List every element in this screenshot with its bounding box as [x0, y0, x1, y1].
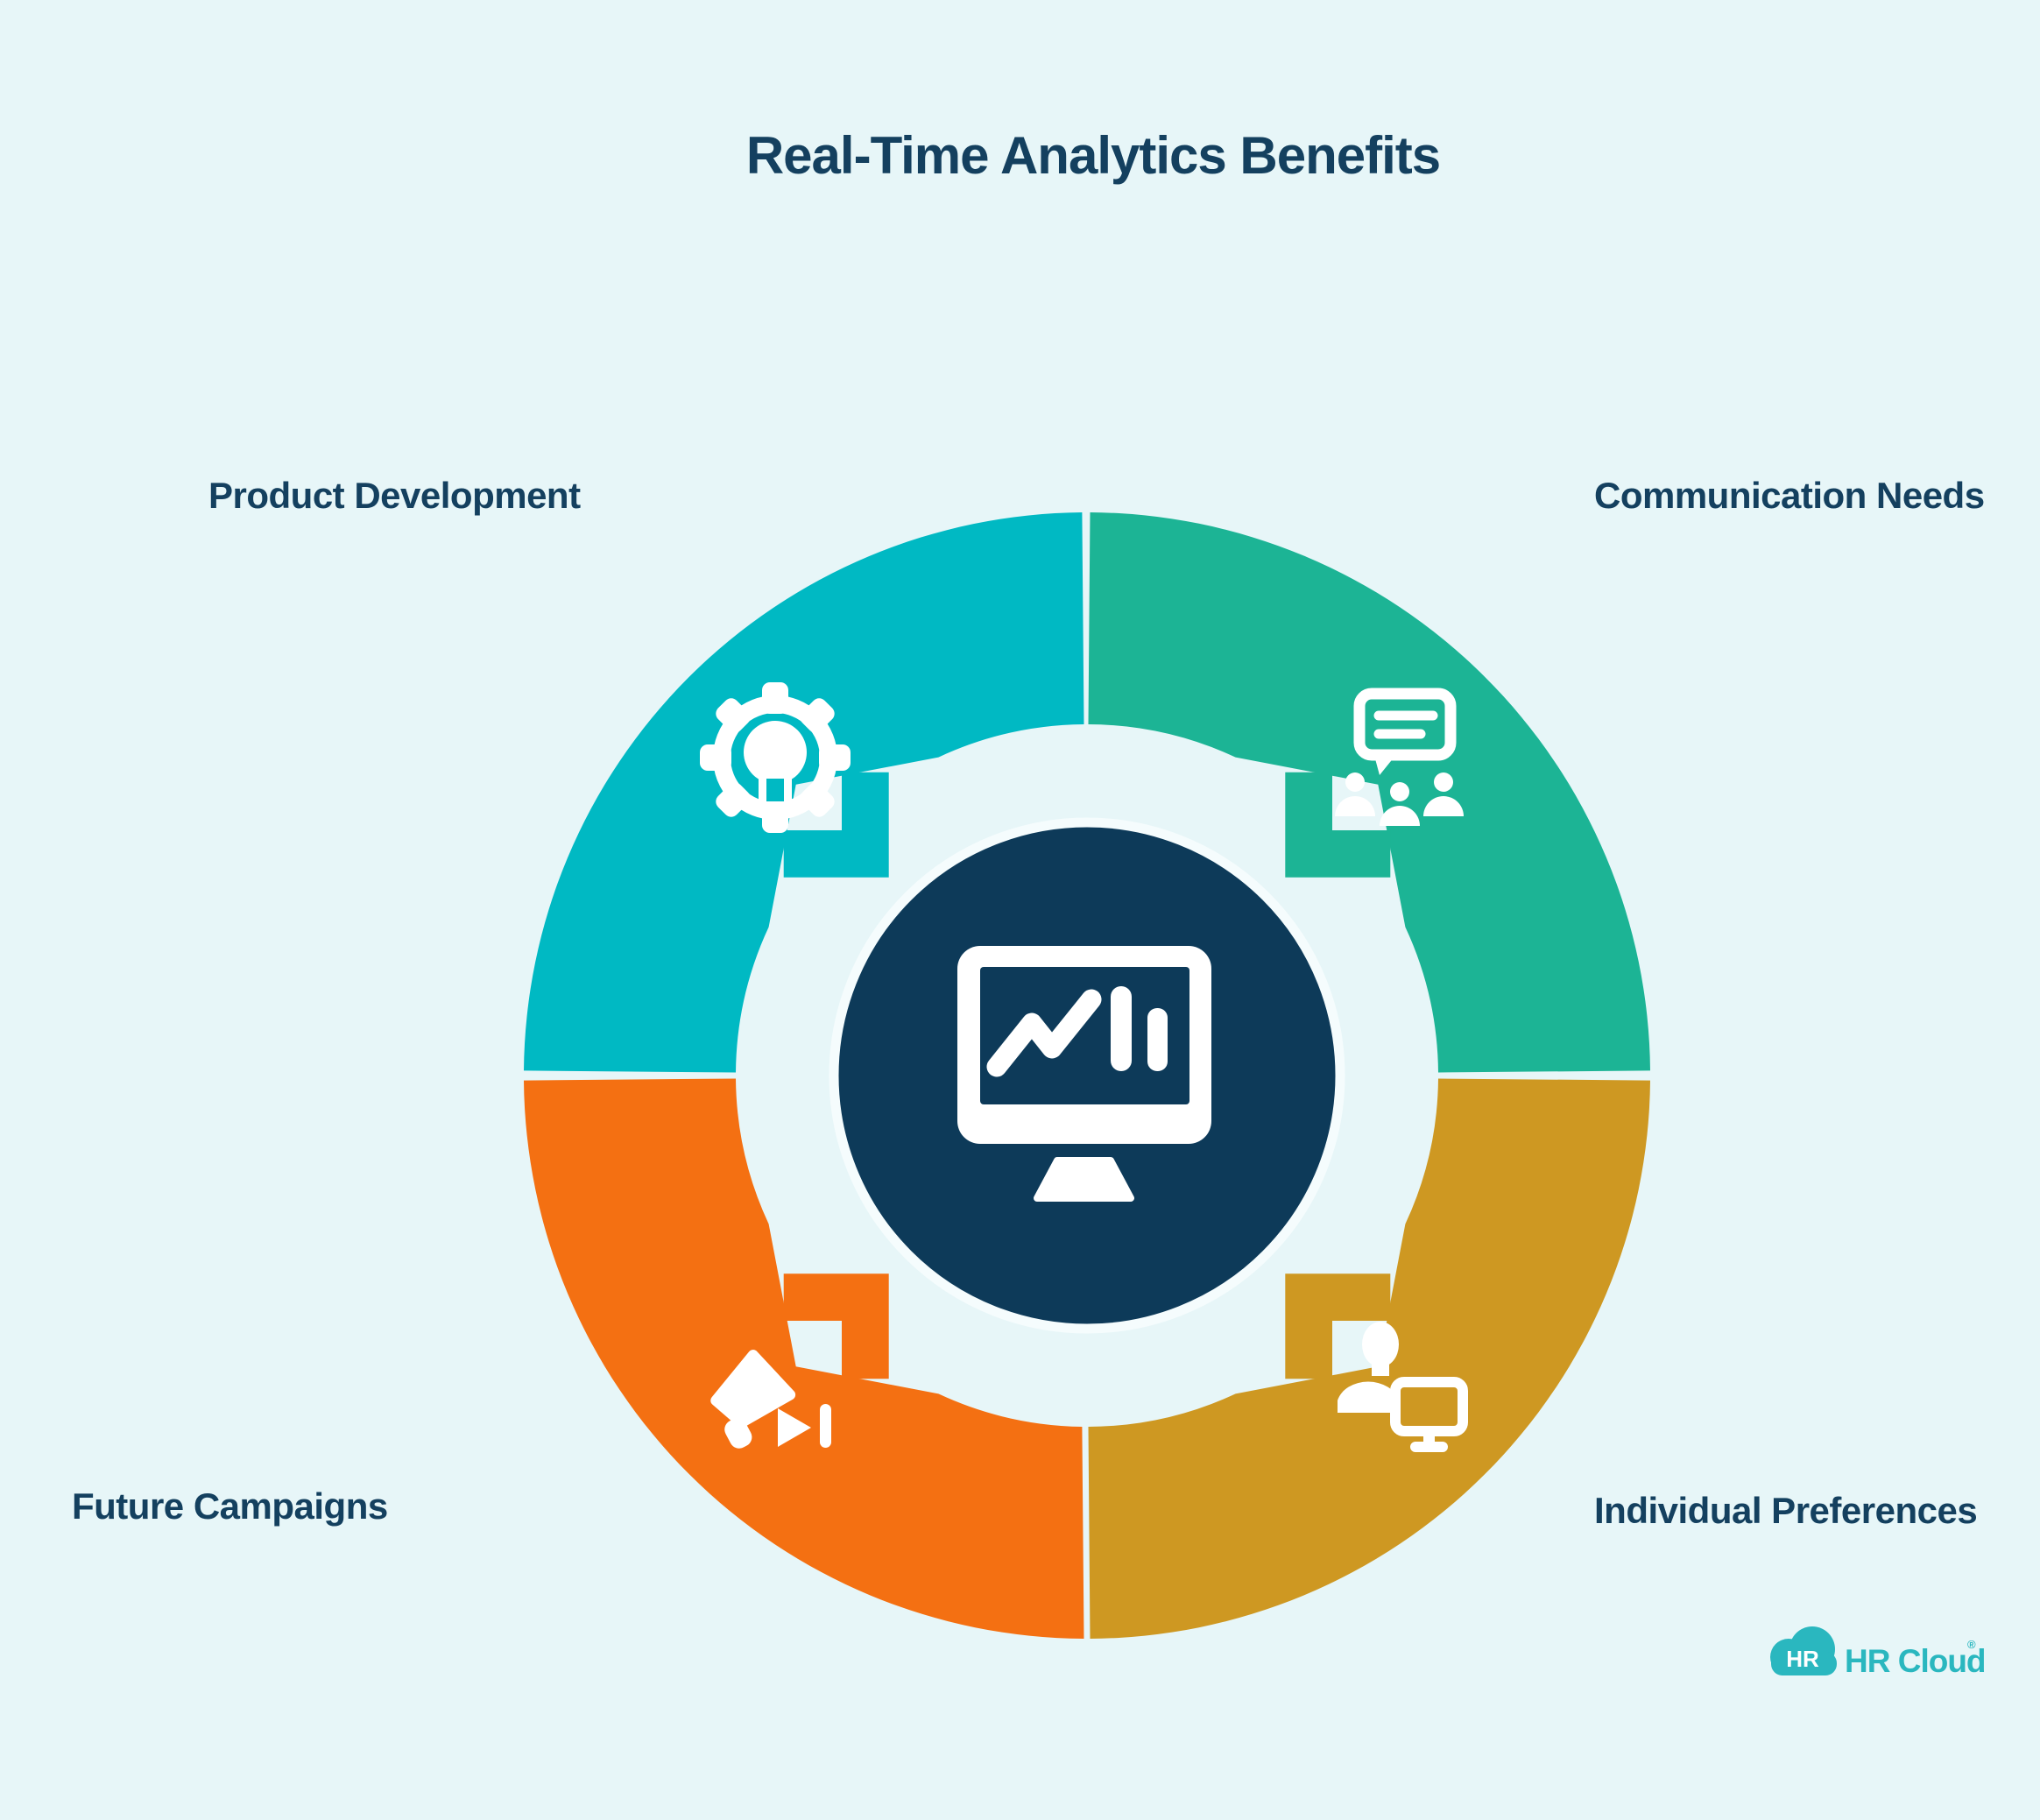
label-communication-needs: Communication Needs [1594, 475, 1985, 516]
speech-bubble-people-icon [1335, 688, 1464, 826]
label-product-development: Product Development [208, 475, 581, 516]
chevron-arrow-top-right [1285, 772, 1391, 878]
bar-tall [1111, 986, 1132, 1071]
logo-badge-text: HR [1786, 1646, 1819, 1672]
person-monitor-icon [1338, 1322, 1468, 1452]
bar-short [1147, 1008, 1168, 1071]
logo-brand-text: HR Cloud [1845, 1643, 1986, 1679]
segment-communication-needs [1088, 512, 1650, 1073]
chevron-arrow-bottom-left [783, 1273, 889, 1379]
analytics-dashboard-icon [957, 946, 1211, 1202]
monitor-stand [1034, 1157, 1134, 1202]
gear-ring [713, 695, 837, 820]
label-future-campaigns: Future Campaigns [72, 1485, 388, 1527]
hr-cloud-logo: HR HR Cloud ® [1770, 1626, 1987, 1679]
segment-individual-preferences [1088, 1078, 1650, 1639]
label-individual-preferences: Individual Preferences [1594, 1490, 1978, 1531]
chevron-arrow-top-left [783, 772, 889, 878]
segment-future-campaigns [524, 1078, 1084, 1639]
gear-lightbulb-icon [700, 682, 851, 833]
chevron-arrow-bottom-right [1285, 1273, 1391, 1379]
segment-product-development [524, 512, 1084, 1073]
page-title: Real-Time Analytics Benefits [745, 126, 1441, 185]
bulb [744, 721, 807, 784]
registered-mark: ® [1967, 1638, 1976, 1651]
trend-line [986, 989, 1102, 1077]
cloud-icon [1770, 1626, 1837, 1675]
megaphone-icon [710, 1350, 831, 1449]
